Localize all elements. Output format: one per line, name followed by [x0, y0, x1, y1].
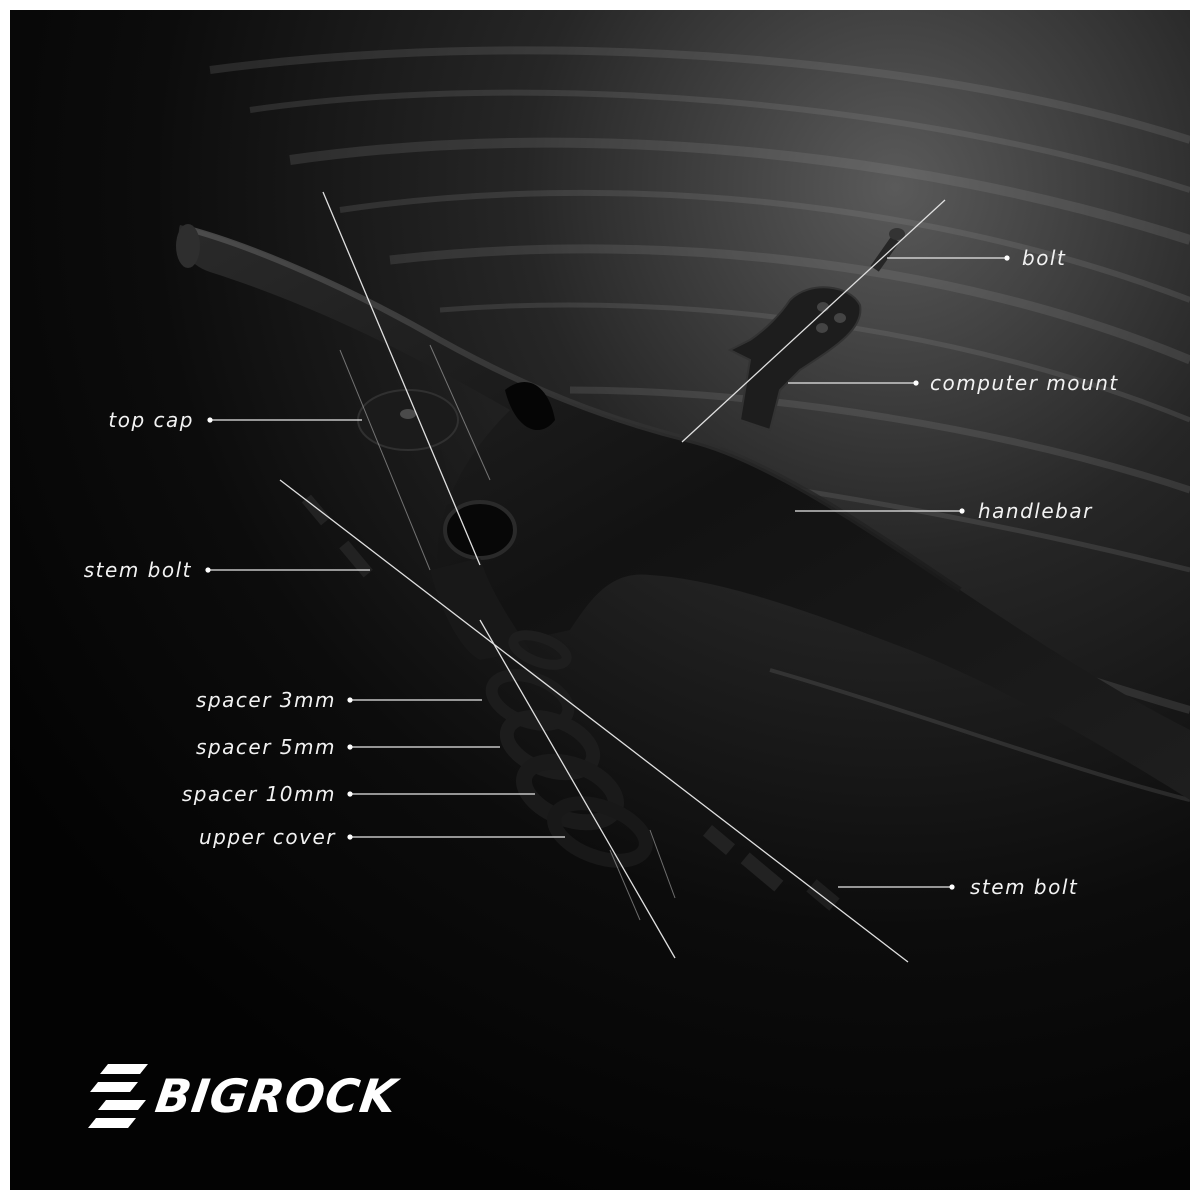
- spacer-stack-part: [485, 630, 653, 868]
- assembly-axis-lines-faint: [339, 344, 676, 921]
- label-stem-bolt-left: stem bolt: [83, 558, 192, 582]
- label-spacer-5mm: spacer 5mm: [196, 735, 336, 759]
- label-spacer-3mm: spacer 3mm: [196, 688, 336, 712]
- leader-lines: [208, 257, 1007, 888]
- assembly-axis-lines: [279, 191, 946, 963]
- exploded-view-illustration: [10, 10, 1190, 1190]
- label-handlebar: handlebar: [978, 499, 1093, 523]
- label-computer-mount: computer mount: [930, 371, 1119, 395]
- top-bolt-part: [870, 228, 905, 272]
- diagram-frame: bolt computer mount handlebar top cap st…: [10, 10, 1190, 1190]
- label-top-cap: top cap: [108, 408, 194, 432]
- label-upper-cover: upper cover: [198, 825, 336, 849]
- background: [10, 10, 1190, 1190]
- label-bolt: bolt: [1022, 246, 1067, 270]
- brand-logo-text: BIGROCK: [152, 1069, 401, 1123]
- computer-mount-part: [727, 286, 862, 432]
- leader-dots: [205, 255, 1010, 890]
- label-spacer-10mm: spacer 10mm: [181, 782, 336, 806]
- bigrock-stripes-logo-icon: [88, 1064, 148, 1128]
- label-stem-bolt-right: stem bolt: [970, 875, 1079, 899]
- handlebar-part: [176, 224, 1190, 800]
